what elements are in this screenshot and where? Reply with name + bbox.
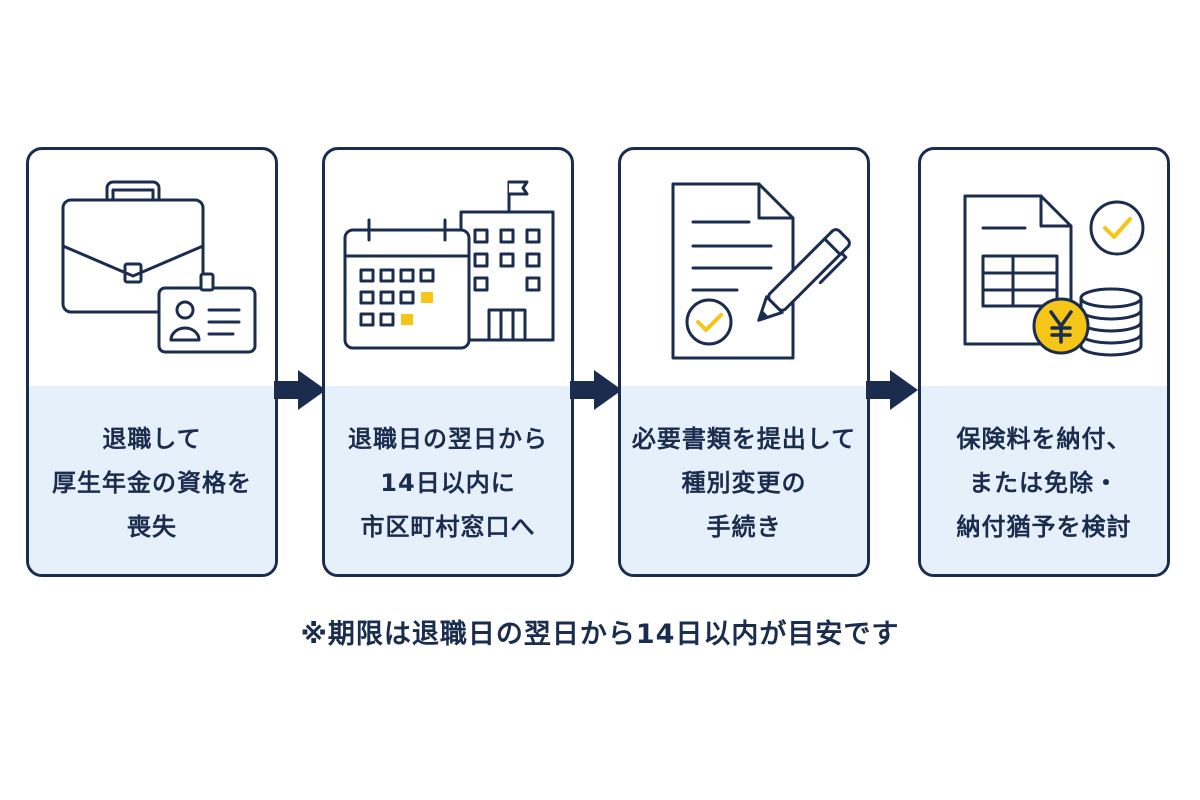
step-card-1: 退職して 厚生年金の資格を 喪失 <box>26 147 278 577</box>
step-text-line: 厚生年金の資格を <box>52 469 252 497</box>
step-text-panel: 保険料を納付、 または免除・ 納付猶予を検討 <box>921 386 1167 574</box>
step-text-line: 種別変更の <box>681 469 807 497</box>
arrow-right-icon <box>272 368 328 412</box>
step-text-panel: 必要書類を提出して 種別変更の 手続き <box>621 386 867 574</box>
briefcase-and-id-card-icon <box>29 150 275 386</box>
document-and-pen-icon <box>621 150 867 386</box>
deadline-note: ※期限は退職日の翌日から14日以内が目安です <box>300 619 900 650</box>
step-text-line: 保険料を納付、 <box>956 425 1132 453</box>
step-text-panel: 退職日の翌日から 14日以内に 市区町村窓口へ <box>325 386 571 574</box>
step-text-line: または免除・ <box>969 469 1119 497</box>
step-text-line: 喪失 <box>127 513 177 541</box>
arrow-right-icon <box>864 368 920 412</box>
step-text-line: 手続き <box>706 513 782 541</box>
step-text-line: 納付猶予を検討 <box>956 513 1132 541</box>
step-text-line: 市区町村窓口へ <box>360 513 536 541</box>
document-and-yen-coins-icon <box>921 150 1167 386</box>
step-text-panel: 退職して 厚生年金の資格を 喪失 <box>29 386 275 574</box>
step-card-2: 退職日の翌日から 14日以内に 市区町村窓口へ <box>322 147 574 577</box>
step-card-3: 必要書類を提出して 種別変更の 手続き <box>618 147 870 577</box>
step-text-line: 必要書類を提出して <box>631 425 857 453</box>
arrow-right-icon <box>568 368 624 412</box>
step-text-line: 退職日の翌日から <box>348 425 548 453</box>
step-text-line: 14日以内に <box>380 469 516 497</box>
step-text-line: 退職して <box>102 425 202 453</box>
step-card-4: 保険料を納付、 または免除・ 納付猶予を検討 <box>918 147 1170 577</box>
calendar-and-city-hall-icon <box>325 150 571 386</box>
